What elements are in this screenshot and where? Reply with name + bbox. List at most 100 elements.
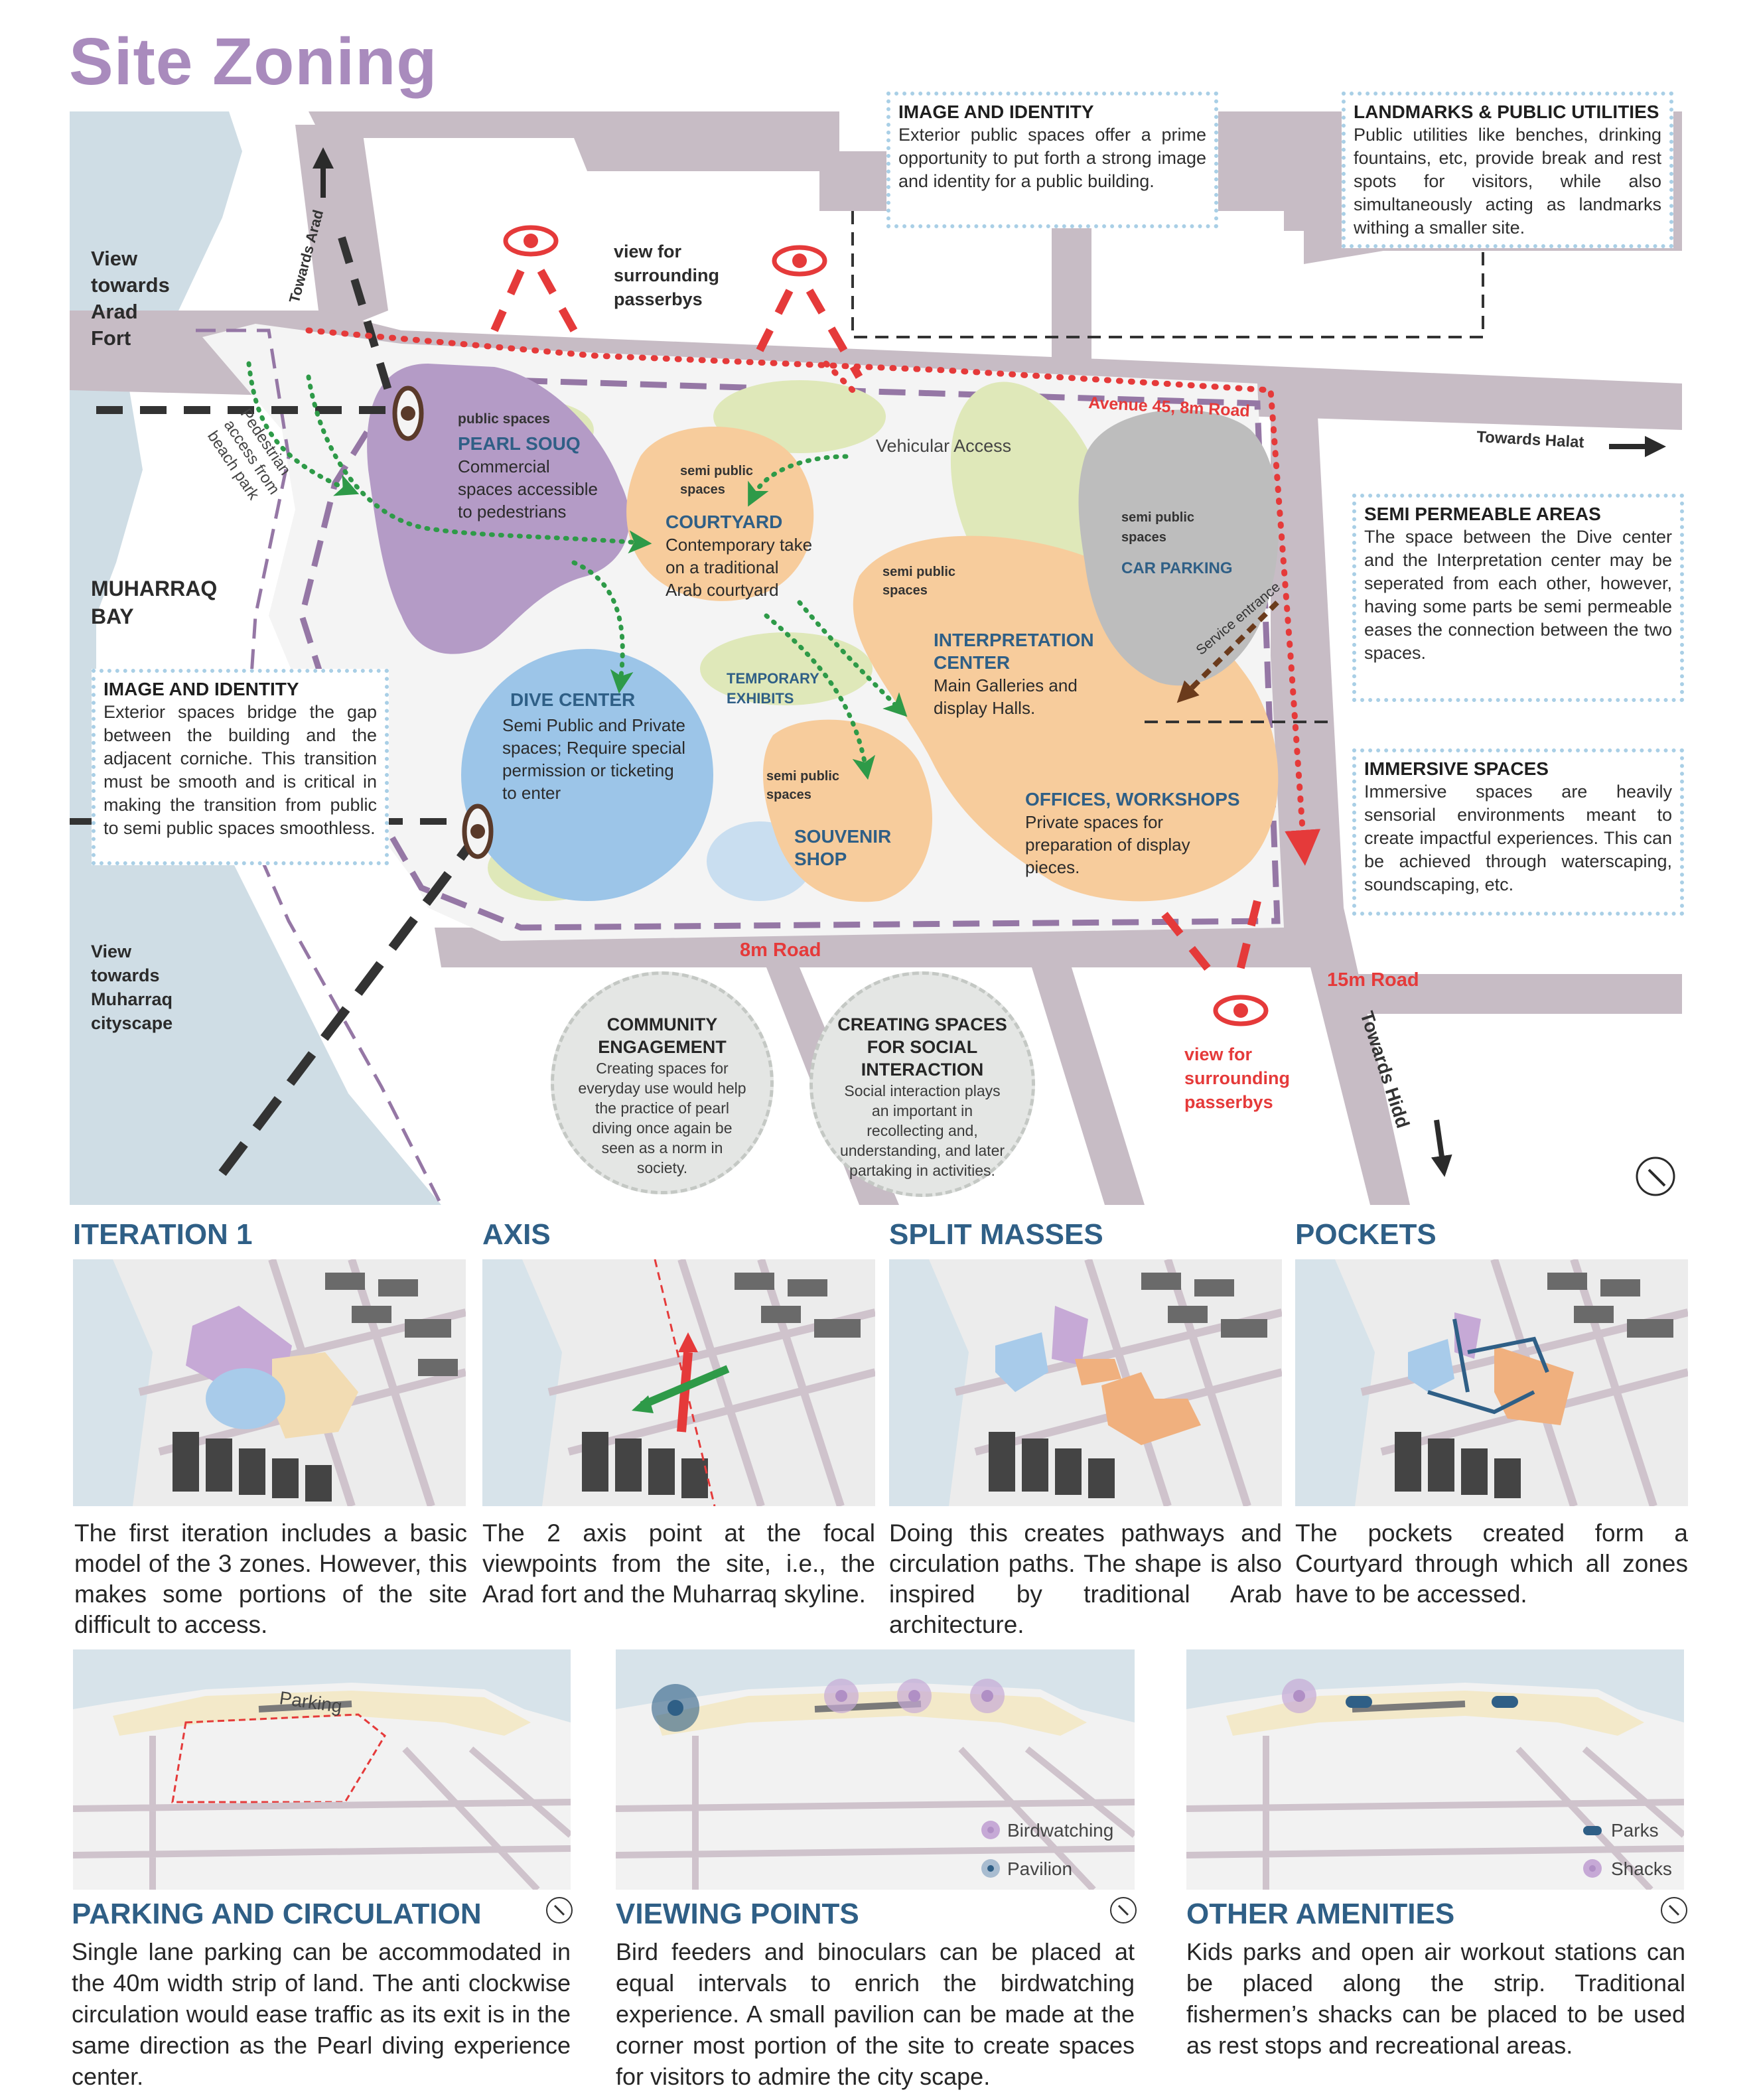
interpretation-desc-2: display Halls. bbox=[934, 698, 1035, 718]
parking-kicker-2: spaces bbox=[1121, 530, 1166, 545]
offices-desc-2: preparation of display bbox=[1025, 835, 1190, 855]
callout-image-identity-top: IMAGE AND IDENTITY Exterior public space… bbox=[886, 92, 1218, 228]
road-right bbox=[1271, 403, 1410, 1205]
dive-desc1: Semi Public and Private bbox=[502, 715, 685, 735]
iteration-1-title: ITERATION 1 bbox=[73, 1218, 253, 1251]
green-pocket-4 bbox=[700, 632, 873, 705]
legend-parks: Parks bbox=[1611, 1820, 1659, 1841]
courtyard-name: COURTYARD bbox=[666, 512, 782, 532]
callout-community-engagement: COMMUNITY ENGAGEMENT Creating spaces for… bbox=[551, 971, 774, 1194]
split-masses-title: SPLIT MASSES bbox=[889, 1218, 1103, 1251]
pedestrian-path-2 bbox=[306, 374, 652, 554]
pedestrian-path-6 bbox=[764, 613, 876, 780]
eye-icon bbox=[1213, 995, 1269, 1026]
dive-desc2: spaces; Require special bbox=[502, 738, 685, 758]
dive-desc4: to enter bbox=[502, 783, 561, 803]
temporary-name-2: EXHIBITS bbox=[727, 690, 794, 707]
split-masses-caption: Doing this creates pathways and circulat… bbox=[889, 1519, 1282, 1638]
callout-landmarks: LANDMARKS & PUBLIC UTILITIES Public util… bbox=[1342, 92, 1673, 248]
pearl-souq-desc2: spaces accessible bbox=[458, 479, 598, 499]
road-mid bbox=[1052, 218, 1091, 364]
sightline-top-1a bbox=[490, 269, 525, 332]
souvenir-name-1: SOUVENIR bbox=[794, 826, 891, 847]
iteration-1-model bbox=[73, 1259, 466, 1506]
eye-icon bbox=[772, 245, 827, 277]
pockets-caption: The pockets created form a Courtyard thr… bbox=[1295, 1519, 1688, 1608]
north-arrow-icon bbox=[1661, 1897, 1687, 1924]
pedestrian-path-5 bbox=[797, 600, 908, 717]
offices-desc-1: Private spaces for bbox=[1025, 812, 1163, 832]
axis-caption: The 2 axis point at the focal viewpoints… bbox=[482, 1519, 875, 1608]
parking-circulation-map: Parking bbox=[73, 1649, 571, 1890]
pockets-model bbox=[1295, 1259, 1688, 1506]
legend-shacks: Shacks bbox=[1611, 1858, 1672, 1879]
parking-circulation-caption: Single lane parking can be accommodated … bbox=[72, 1938, 571, 2090]
pearl-souq-kicker: public spaces bbox=[458, 411, 550, 427]
label-road-15m: 15m Road bbox=[1327, 969, 1419, 991]
pearl-souq-name: PEARL SOUQ bbox=[458, 433, 581, 454]
north-arrow-icon bbox=[1636, 1156, 1675, 1196]
north-arrow-icon bbox=[546, 1897, 573, 1924]
zone-car-parking bbox=[1078, 409, 1279, 686]
courtyard-desc1: Contemporary take bbox=[666, 535, 812, 555]
split-masses-model bbox=[889, 1259, 1282, 1506]
pedestrian-path-1 bbox=[246, 361, 360, 496]
legend-birdwatching: Birdwatching bbox=[1007, 1820, 1113, 1841]
callout-social-interaction: CREATING SPACES FOR SOCIAL INTERACTION S… bbox=[809, 971, 1035, 1197]
zone-dive-center bbox=[461, 649, 713, 901]
dive-name: DIVE CENTER bbox=[510, 689, 635, 710]
sightline-bottom-b bbox=[1233, 900, 1261, 982]
vehicular-route bbox=[305, 327, 1321, 866]
arrow-towards-hidd bbox=[1431, 1119, 1452, 1177]
courtyard-desc2: on a traditional bbox=[666, 557, 779, 577]
other-amenities-title: OTHER AMENITIES bbox=[1186, 1898, 1455, 1930]
label-road-8m: 8m Road bbox=[740, 940, 821, 961]
pearl-souq-desc3: to pedestrians bbox=[458, 502, 566, 522]
parking-name: CAR PARKING bbox=[1121, 559, 1233, 577]
souvenir-kicker-1: semi public bbox=[766, 769, 839, 784]
interpretation-name-1: INTERPRETATION bbox=[934, 630, 1094, 650]
pedestrian-path-3 bbox=[571, 560, 634, 694]
road-lower-2 bbox=[1032, 967, 1145, 1205]
offices-name: OFFICES, WORKSHOPS bbox=[1025, 789, 1240, 809]
eye-icon bbox=[462, 804, 494, 859]
pearl-souq-desc1: Commercial bbox=[458, 456, 550, 476]
legend-pavilion: Pavilion bbox=[1007, 1858, 1072, 1879]
viewing-points-title: VIEWING POINTS bbox=[616, 1898, 859, 1930]
courtyard-kicker-2: spaces bbox=[680, 482, 725, 497]
temporary-name-1: TEMPORARY bbox=[727, 670, 819, 687]
souvenir-name-2: SHOP bbox=[794, 849, 847, 869]
offices-desc-3: pieces. bbox=[1025, 857, 1080, 877]
site-boundary bbox=[299, 374, 1281, 931]
souvenir-kicker-2: spaces bbox=[766, 788, 811, 802]
other-amenities-caption: Kids parks and open air workout stations… bbox=[1186, 1938, 1685, 2059]
courtyard-desc3: Arab courtyard bbox=[666, 580, 779, 600]
other-amenities-map: Parks Shacks bbox=[1186, 1649, 1684, 1890]
road-towards-arad bbox=[295, 125, 388, 337]
service-path bbox=[1176, 600, 1279, 703]
pockets-title: POCKETS bbox=[1295, 1218, 1437, 1251]
north-arrow-icon bbox=[1110, 1897, 1137, 1924]
interpretation-kicker-2: spaces bbox=[882, 583, 928, 598]
sightline-bottom-a bbox=[1161, 912, 1221, 983]
pedestrian-path-4 bbox=[748, 454, 849, 507]
view-axis-arad bbox=[338, 236, 392, 391]
eye-icon bbox=[392, 385, 424, 441]
sightline-top-2b bbox=[806, 289, 863, 379]
zone-souvenir bbox=[763, 719, 932, 902]
label-vehicular-access: Vehicular Access bbox=[876, 436, 1011, 456]
callout-semi-permeable: SEMI PERMEABLE AREAS The space between t… bbox=[1352, 494, 1684, 702]
viewing-points-caption: Bird feeders and binoculars can be place… bbox=[616, 1938, 1135, 2090]
parking-circulation-title: PARKING AND CIRCULATION bbox=[72, 1898, 482, 1930]
interpretation-name-2: CENTER bbox=[934, 652, 1010, 673]
callout-immersive: IMMERSIVE SPACES Immersive spaces are he… bbox=[1352, 748, 1684, 916]
zone-courtyard bbox=[626, 427, 814, 601]
eye-icon bbox=[503, 225, 559, 257]
axis-model bbox=[482, 1259, 875, 1506]
bay-water bbox=[70, 111, 441, 1205]
